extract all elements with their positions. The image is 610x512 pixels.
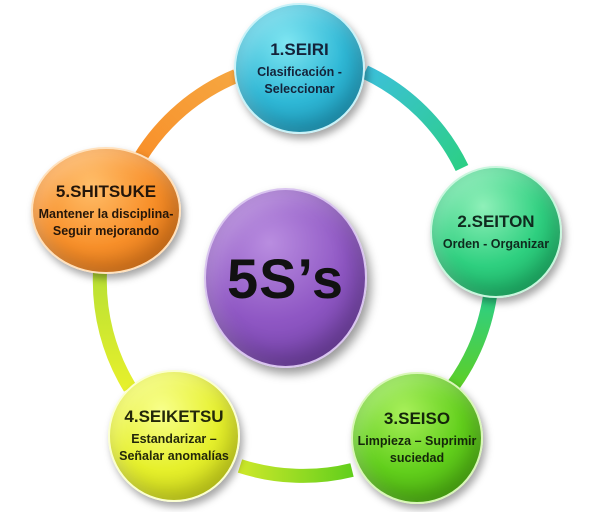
node-seiton-title: 2.SEITON — [457, 211, 535, 231]
node-seiton-description: Orden - Organizar — [442, 236, 550, 251]
node-seiri-title: 1.SEIRI — [270, 39, 329, 59]
ring-segment-3-4 — [237, 459, 354, 483]
node-seiso: 3.SEISO Limpieza – Suprimir suciedad — [351, 372, 483, 504]
node-shitsuke-description: Mantener la disciplina- Seguir mejorando — [38, 206, 174, 238]
node-seiketsu-title: 4.SEIKETSU — [124, 407, 224, 426]
node-seiri: 1.SEIRI Clasificación - Seleccionar — [234, 3, 365, 134]
ring-segment-5-1 — [134, 69, 239, 162]
node-seiri-description: Clasificación - Seleccionar — [257, 64, 342, 96]
node-seiso-title: 3.SEISO — [383, 409, 451, 428]
node-seiketsu-description: Estandarizar – Señalar anomalías — [119, 432, 229, 463]
node-seiton: 2.SEITON Orden - Organizar — [430, 166, 562, 298]
center-label: 5S’s — [226, 246, 345, 310]
node-shitsuke: 5.SHITSUKE Mantener la disciplina- Segui… — [31, 147, 181, 274]
center-circle: 5S’s — [204, 188, 367, 368]
node-seiketsu: 4.SEIKETSU Estandarizar – Señalar anomal… — [108, 370, 240, 502]
node-seiso-description: Limpieza – Suprimir suciedad — [357, 434, 477, 465]
node-shitsuke-title: 5.SHITSUKE — [55, 181, 157, 201]
ring-segment-1-2 — [361, 65, 469, 172]
ring-segment-4-5 — [92, 271, 137, 392]
